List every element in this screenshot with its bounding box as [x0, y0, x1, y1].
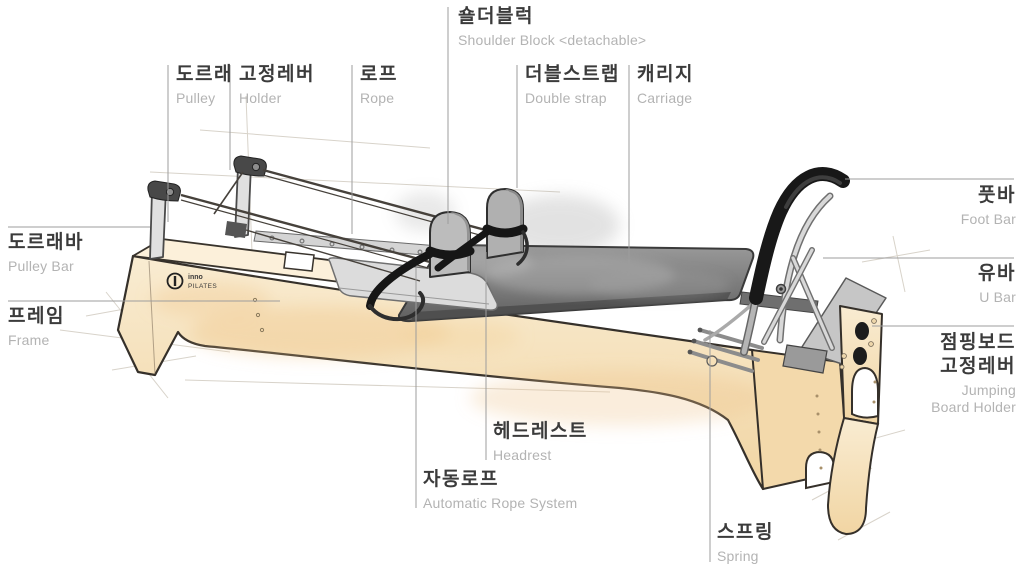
label-foot-bar-en: Foot Bar — [960, 211, 1016, 227]
label-jumping-board-holder-en1: Jumping — [961, 382, 1016, 398]
label-double-strap-en: Double strap — [525, 90, 607, 106]
frame-screw — [706, 355, 718, 367]
shoulder-blocks — [429, 188, 524, 278]
label-lines — [8, 7, 1014, 562]
foot-end-box — [751, 277, 887, 536]
label-pulley-ko: 도르래 — [176, 64, 233, 85]
frame-left-crease — [148, 260, 156, 375]
label-pulley-bar: 도르래바 Pulley Bar — [8, 231, 84, 275]
label-u-bar: 유바 U Bar — [978, 262, 1016, 306]
label-jumping-board-holder-ko2: 고정레버 — [940, 356, 1016, 377]
label-shoulder-block-en: Shoulder Block <detachable> — [458, 32, 647, 48]
label-jumping-board-holder-en2: Board Holder — [931, 399, 1016, 415]
label-shoulder-block: 숄더블럭 Shoulder Block <detachable> — [458, 5, 646, 49]
label-headrest-ko: 헤드레스트 — [493, 421, 588, 442]
label-double-strap-ko: 더블스트랩 — [525, 64, 620, 85]
shoulder-block-far — [486, 188, 524, 259]
holder-cap — [233, 155, 267, 177]
label-u-bar-en: U Bar — [979, 289, 1016, 305]
label-automatic-rope: 자동로프 Automatic Rope System — [423, 468, 577, 512]
pulley-cap — [147, 180, 181, 202]
label-holder: 고정레버 Holder — [239, 63, 315, 107]
label-pulley-en: Pulley — [176, 90, 216, 106]
label-foot-bar: 풋바 Foot Bar — [961, 184, 1016, 228]
double-straps — [366, 224, 529, 322]
label-pulley-bar-en: Pulley Bar — [8, 258, 74, 274]
label-carriage: 캐리지 Carriage — [637, 63, 694, 107]
springs — [687, 291, 819, 373]
label-rope-ko: 로프 — [360, 64, 398, 85]
jumping-board-holder-knob — [855, 322, 869, 340]
label-automatic-rope-ko: 자동로프 — [423, 469, 499, 490]
pulley-posts — [147, 155, 267, 260]
ropes — [180, 168, 516, 282]
label-holder-en: Holder — [239, 90, 282, 106]
pulley-wheel-far — [251, 162, 261, 172]
label-spring-ko: 스프링 — [717, 522, 774, 543]
label-headrest: 헤드레스트 Headrest — [493, 420, 588, 464]
logo-text-bottom: PILATES — [188, 283, 217, 290]
end-box-right-arch — [851, 366, 879, 419]
label-holder-ko: 고정레버 — [239, 64, 315, 85]
label-automatic-rope-en: Automatic Rope System — [423, 495, 578, 511]
label-carriage-ko: 캐리지 — [637, 64, 694, 85]
jumping-board-holder-knob — [853, 347, 867, 365]
label-headrest-en: Headrest — [493, 447, 552, 463]
deck-notch — [283, 251, 315, 272]
label-frame-ko: 프레임 — [8, 306, 65, 327]
label-jumping-board-holder-ko1: 점핑보드 — [940, 332, 1016, 353]
pulley-wheel — [165, 187, 175, 197]
corner-bracket — [782, 344, 828, 374]
foot-bar — [749, 167, 850, 305]
label-spring-en: Spring — [717, 548, 759, 564]
label-rope-en: Rope — [360, 90, 395, 106]
foot-bar-assembly — [703, 167, 850, 356]
end-box-foot — [826, 416, 880, 536]
label-spring: 스프링 Spring — [717, 521, 774, 565]
label-carriage-en: Carriage — [637, 90, 693, 106]
label-pulley: 도르래 Pulley — [176, 63, 233, 107]
label-pulley-bar-ko: 도르래바 — [8, 232, 84, 253]
label-frame: 프레임 Frame — [8, 305, 65, 349]
logo-text-top: inno — [188, 274, 203, 281]
label-rope: 로프 Rope — [360, 63, 398, 107]
label-double-strap: 더블스트랩 Double strap — [525, 63, 620, 107]
post-base-bracket — [225, 221, 247, 238]
label-u-bar-ko: 유바 — [978, 263, 1016, 284]
inno-pilates-logo-icon: inno PILATES — [166, 272, 217, 290]
label-shoulder-block-ko: 숄더블럭 — [458, 6, 534, 27]
label-jumping-board-holder: 점핑보드 고정레버 Jumping Board Holder — [931, 331, 1016, 416]
label-frame-en: Frame — [8, 332, 50, 348]
label-foot-bar-ko: 풋바 — [978, 185, 1016, 206]
